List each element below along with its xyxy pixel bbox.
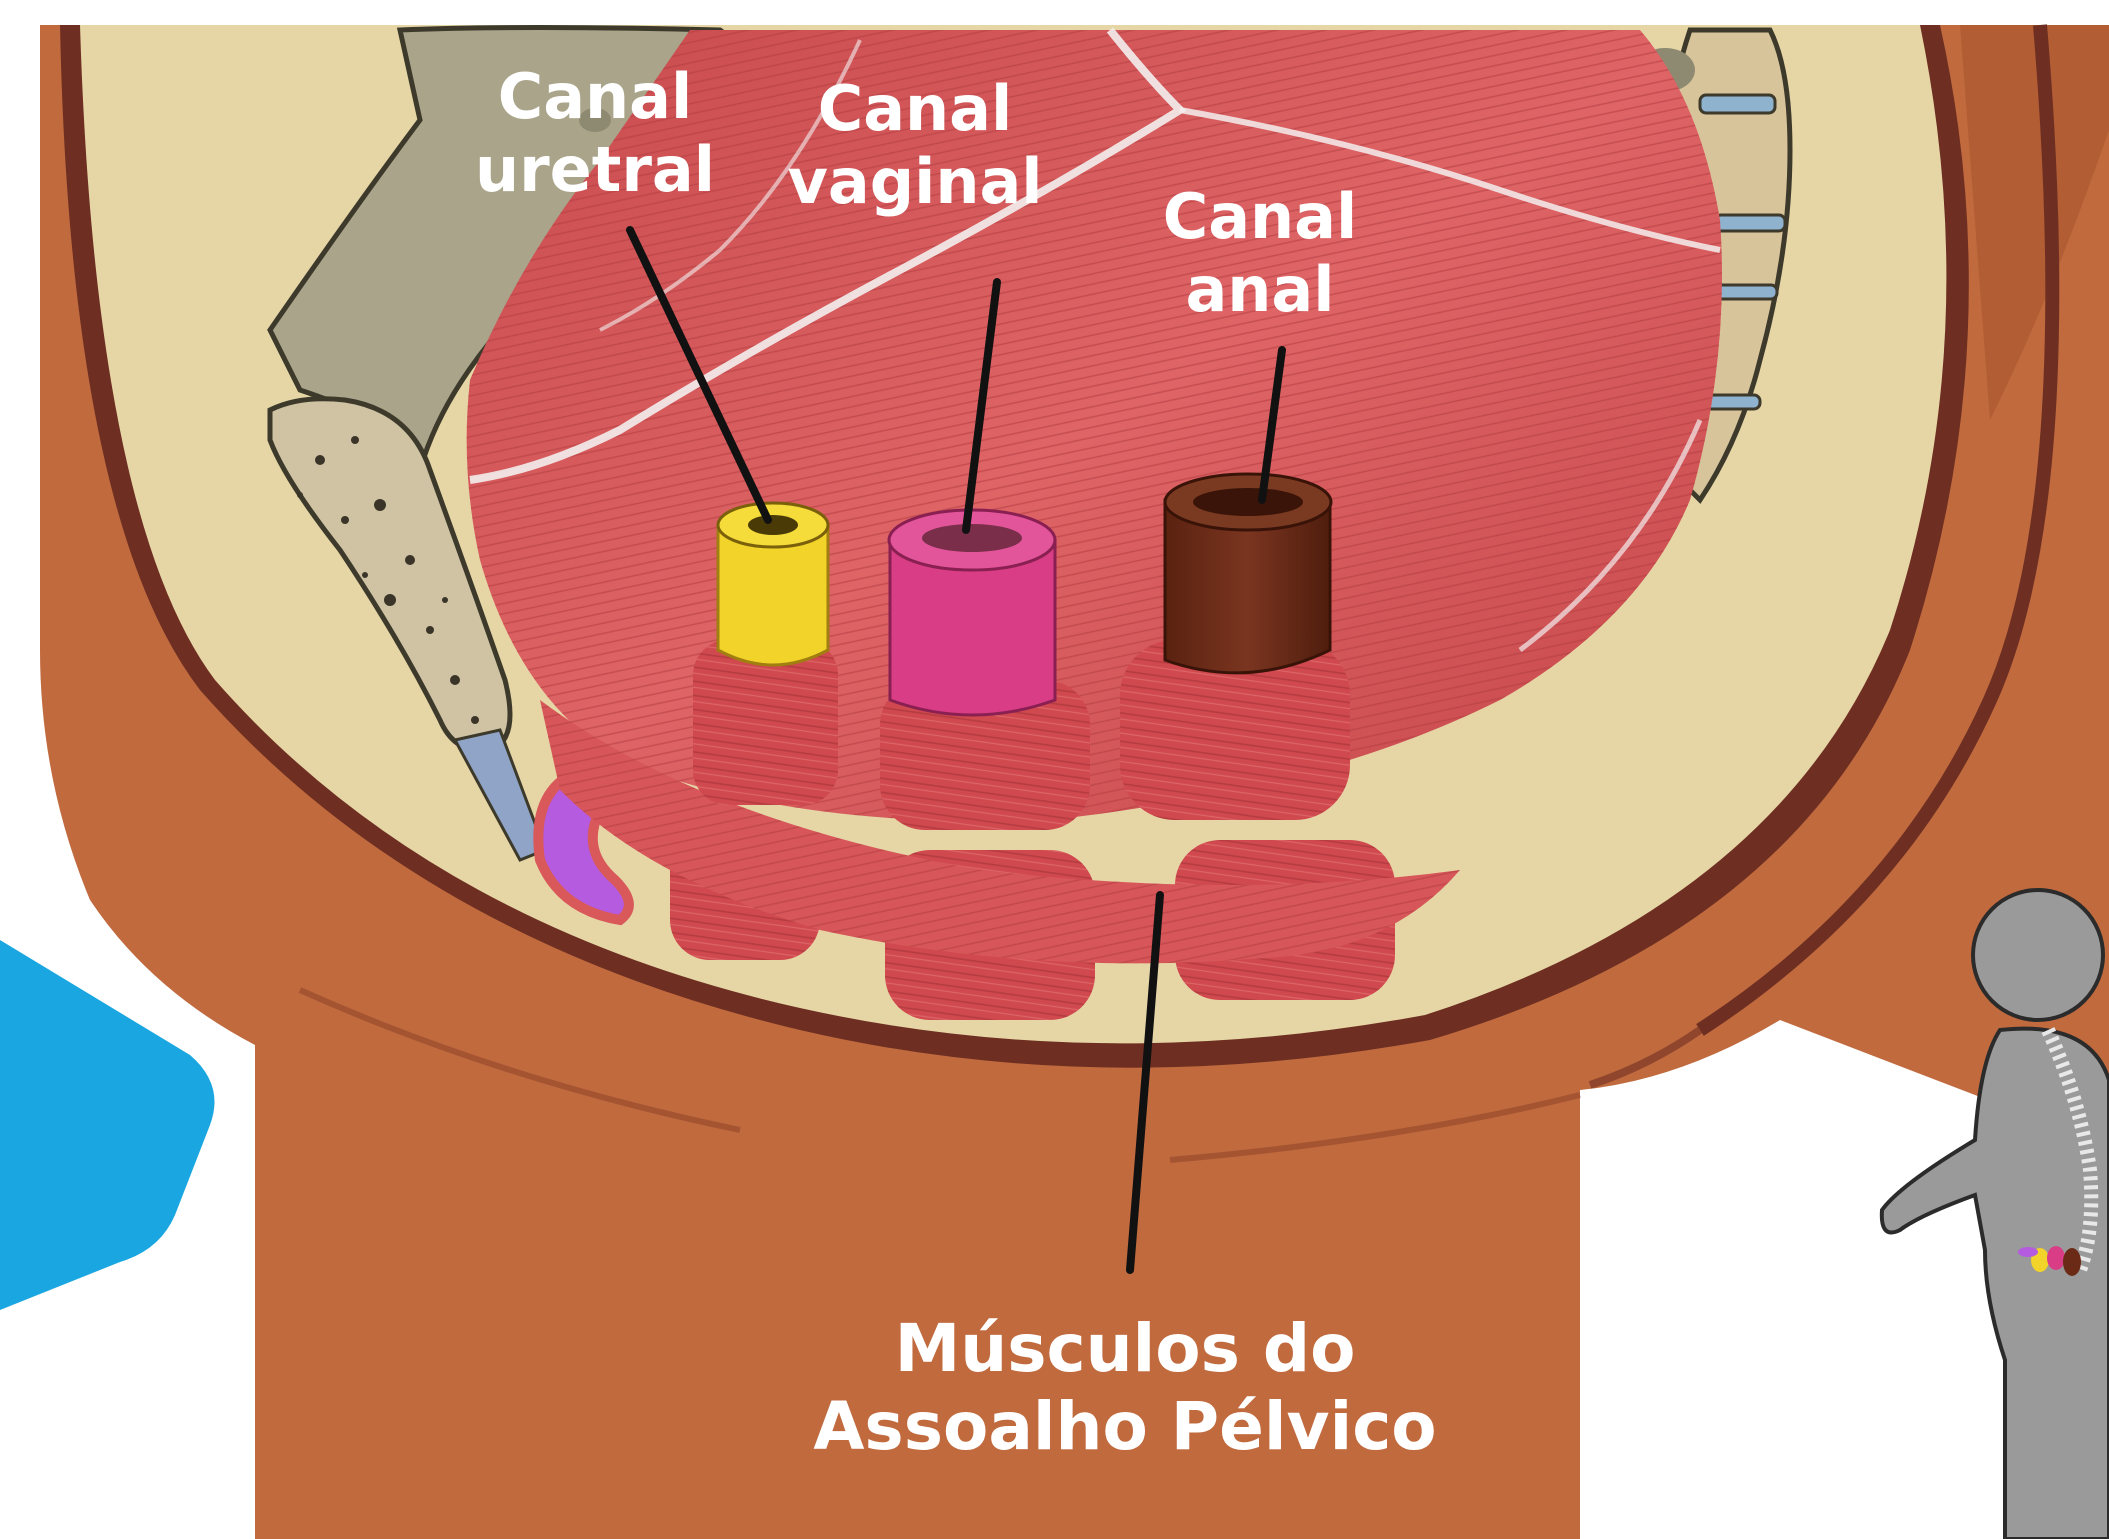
label-vaginal-canal: Canal vaginal bbox=[780, 72, 1050, 218]
label-pelvic-floor-muscles: Músculos do Assoalho Pélvico bbox=[780, 1310, 1470, 1466]
label-anal-line1: Canal bbox=[1140, 180, 1380, 253]
label-vaginal-line1: Canal bbox=[780, 72, 1050, 145]
label-vaginal-line2: vaginal bbox=[780, 145, 1050, 218]
label-urethral-line1: Canal bbox=[470, 60, 720, 133]
label-anal-canal: Canal anal bbox=[1140, 180, 1380, 326]
label-pelvic-floor-line2: Assoalho Pélvico bbox=[780, 1388, 1470, 1466]
label-anal-line2: anal bbox=[1140, 253, 1380, 326]
label-urethral-line2: uretral bbox=[470, 133, 720, 206]
label-urethral-canal: Canal uretral bbox=[470, 60, 720, 206]
label-pelvic-floor-line1: Músculos do bbox=[780, 1310, 1470, 1388]
